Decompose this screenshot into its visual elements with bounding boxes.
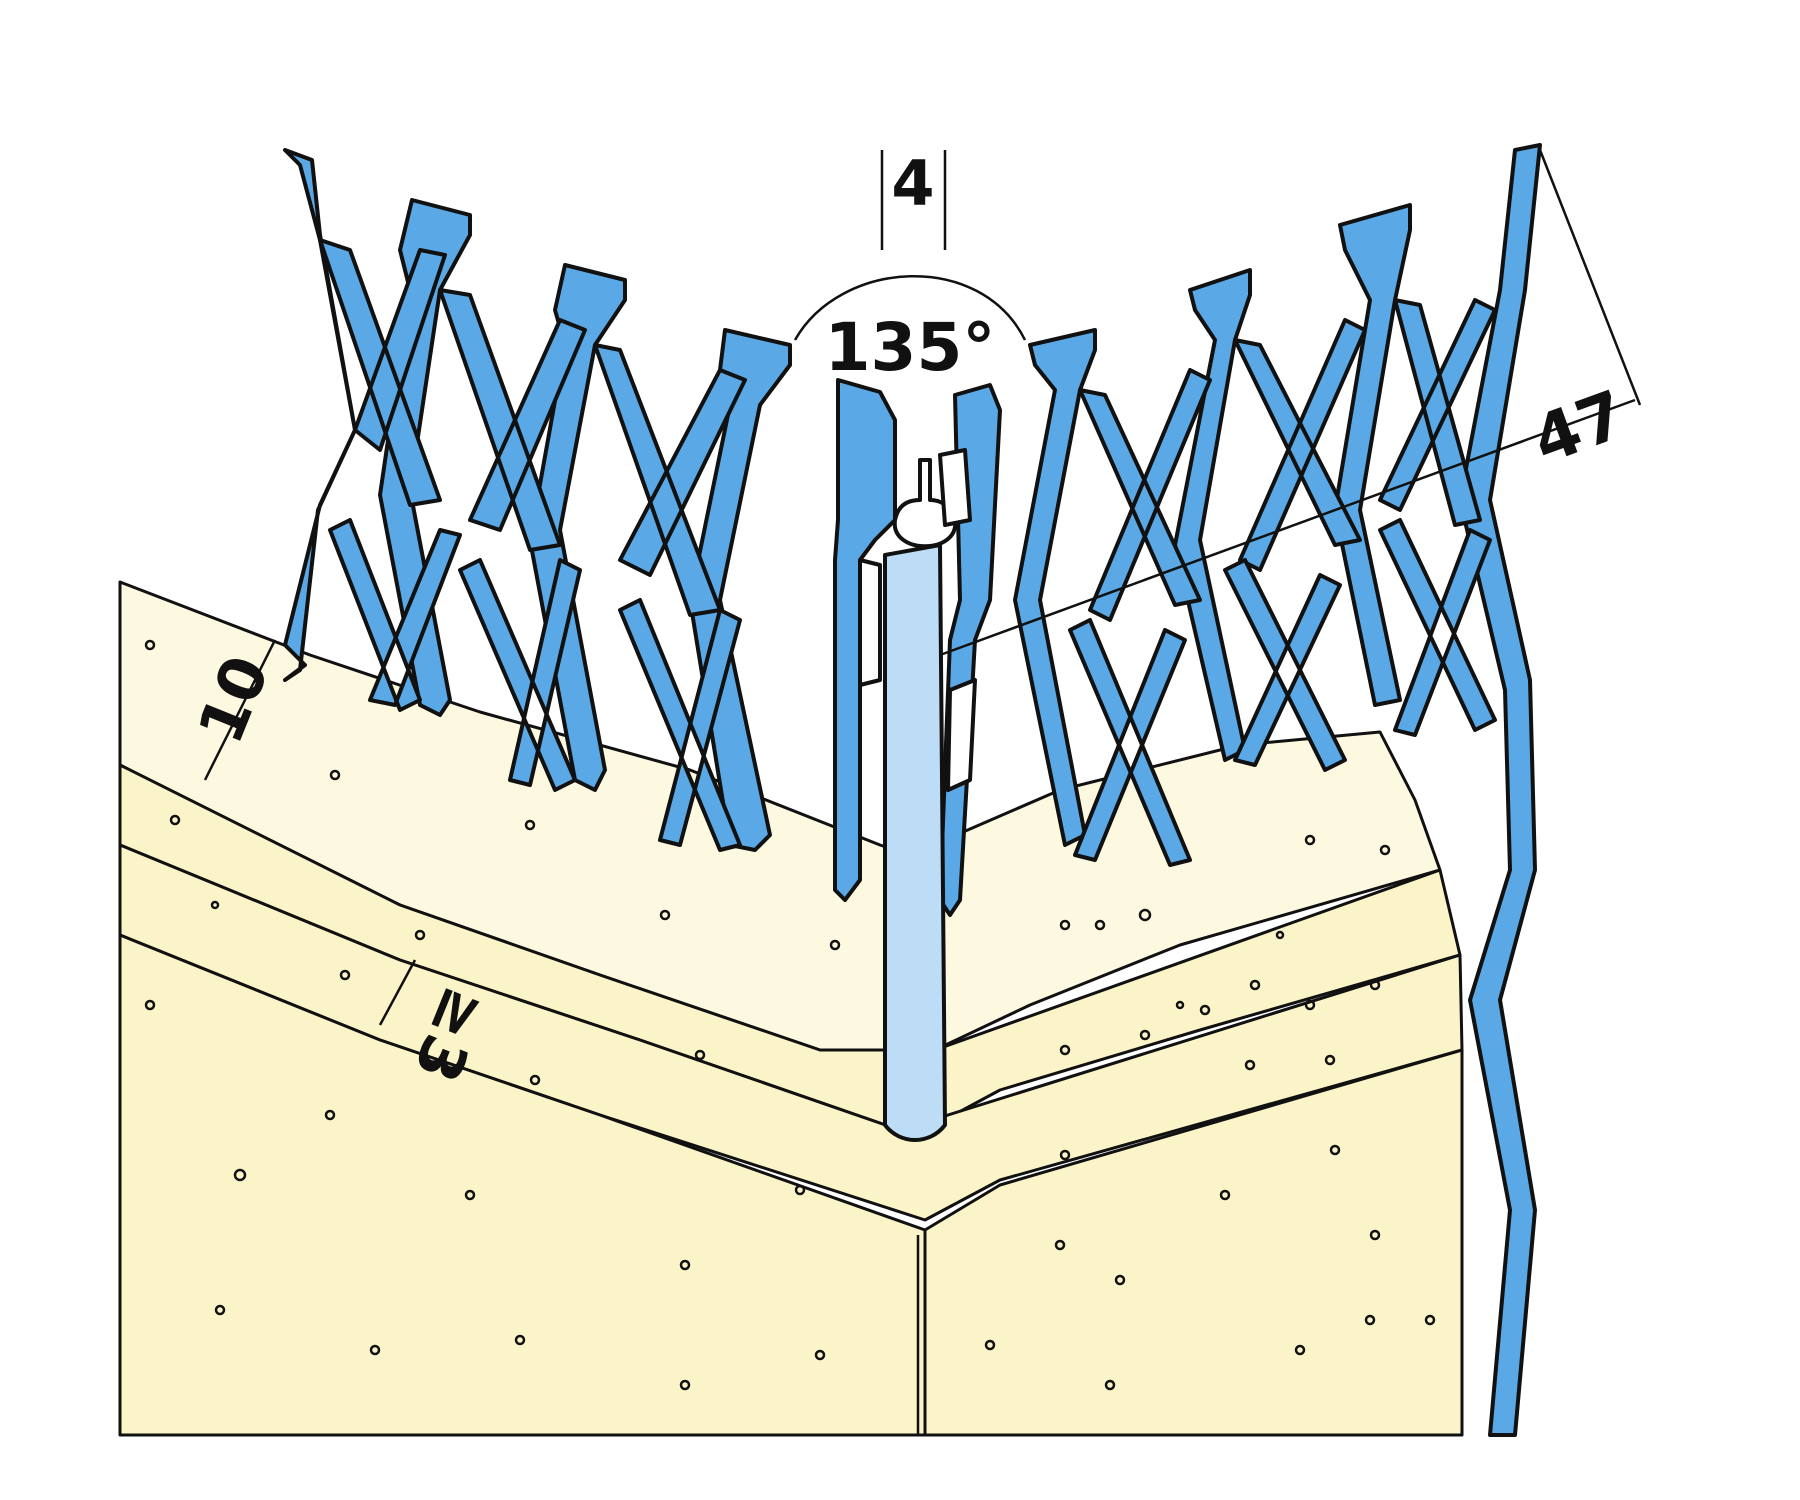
mesh-strand <box>618 598 742 852</box>
boundary-lines <box>118 582 1462 1437</box>
mesh-strand <box>1223 558 1347 772</box>
dimension-lines <box>203 149 1642 1026</box>
profile-slot-upper <box>938 448 972 527</box>
mesh-strand <box>1333 203 1412 707</box>
mesh-strand <box>458 558 582 792</box>
plaster-texture <box>144 639 1436 1391</box>
dimension-label-angle: 135° <box>825 309 996 386</box>
mesh-left-wing <box>283 148 357 682</box>
expanded-metal-mesh <box>283 143 1542 1437</box>
profile-slot-left <box>858 558 882 687</box>
mesh-strand <box>1233 318 1367 572</box>
mesh-strand <box>593 343 747 617</box>
mesh-strand <box>1013 328 1097 847</box>
dimension-label-mesh-width: 47 <box>1523 376 1636 480</box>
plaster-layers <box>118 580 1464 1437</box>
profile-slot-lower <box>946 678 977 792</box>
profile-flange-left <box>833 378 897 902</box>
mesh-strand <box>1068 618 1192 867</box>
mesh-strand <box>438 288 587 552</box>
wall-right-face <box>923 1048 1464 1437</box>
mesh-strand <box>1378 298 1497 527</box>
dimension-label-nose-width: 4 <box>891 147 934 220</box>
mesh-strand <box>328 518 462 712</box>
mesh-right-wing <box>1458 143 1542 1437</box>
mesh-strand <box>318 238 447 507</box>
nose-bead <box>883 543 947 1142</box>
corner-profile <box>833 378 1002 1142</box>
mesh-strand <box>1378 518 1497 737</box>
mesh-strand <box>1078 368 1212 622</box>
